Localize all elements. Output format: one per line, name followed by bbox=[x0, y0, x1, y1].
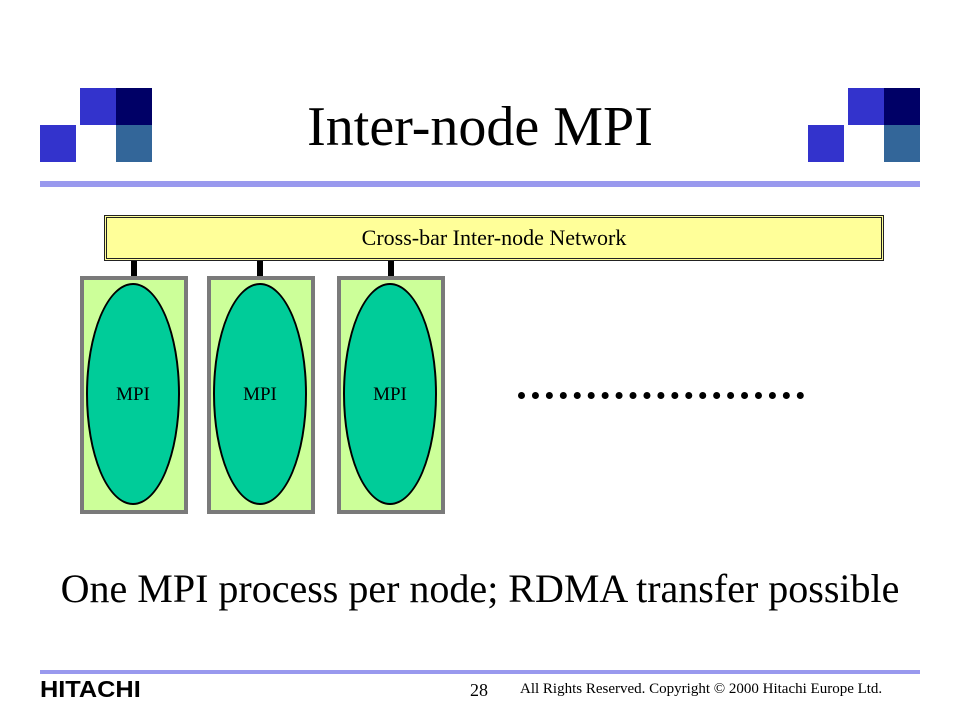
mpi-process-label: MPI bbox=[373, 384, 407, 405]
node-3: MPI bbox=[337, 276, 445, 514]
footer-divider bbox=[40, 670, 920, 674]
mpi-process-label: MPI bbox=[116, 384, 150, 405]
slide-title: Inter-node MPI bbox=[307, 96, 653, 158]
summary-statement: One MPI process per node; RDMA transfer … bbox=[60, 566, 900, 611]
mpi-process-3: MPI bbox=[343, 283, 437, 505]
mpi-process-2: MPI bbox=[213, 283, 307, 505]
title-divider bbox=[40, 181, 920, 187]
node-1: MPI bbox=[80, 276, 188, 514]
network-connector-1 bbox=[131, 261, 137, 277]
network-connector-2 bbox=[257, 261, 263, 277]
page-number: 28 bbox=[470, 680, 488, 700]
copyright-notice: All Rights Reserved. Copyright © 2000 Hi… bbox=[520, 681, 883, 697]
continuation-dots bbox=[518, 392, 804, 399]
decorative-squares-left-icon bbox=[40, 88, 152, 162]
mpi-process-label: MPI bbox=[243, 384, 277, 405]
hitachi-logo: HITACHI bbox=[40, 676, 141, 702]
decorative-squares-right-icon bbox=[808, 88, 920, 162]
mpi-process-1: MPI bbox=[86, 283, 180, 505]
node-2: MPI bbox=[207, 276, 315, 514]
crossbar-network-bar: Cross-bar Inter-node Network bbox=[104, 215, 884, 261]
network-connector-3 bbox=[388, 261, 394, 277]
